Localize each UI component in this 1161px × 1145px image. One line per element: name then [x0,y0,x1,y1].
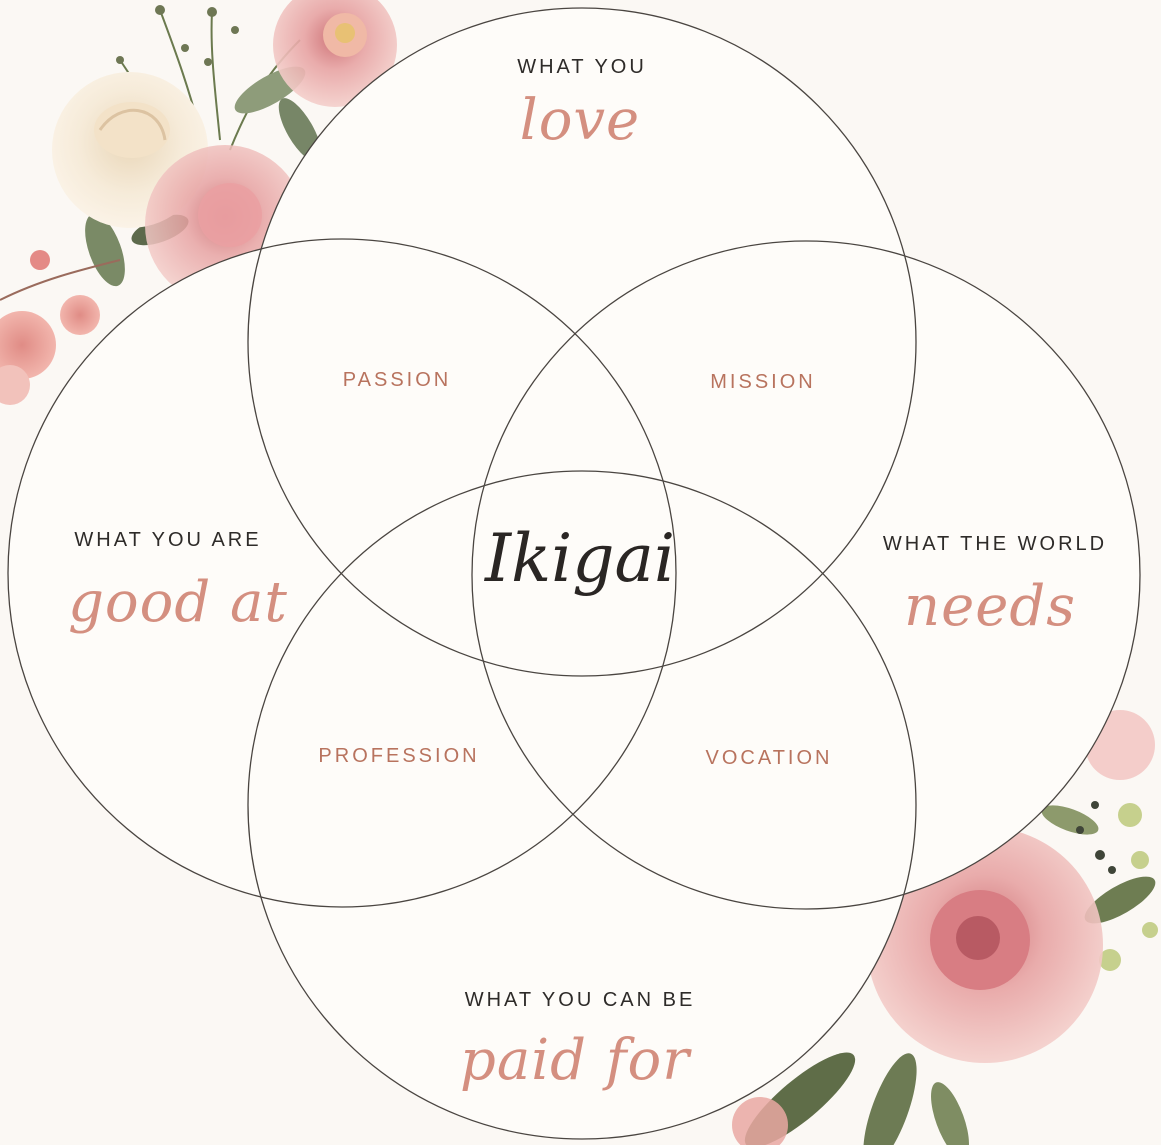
script-good-at: good at [68,570,288,635]
dark-buds-bottom-right [1076,801,1116,874]
heading-paid-for: WHAT YOU CAN BE [465,989,696,1012]
overlap-mission: MISSION [710,371,815,394]
heading-world-needs: WHAT THE WORLD [883,533,1107,556]
script-world-needs: needs [904,574,1076,639]
heading-love: WHAT YOU [517,56,647,79]
heading-good-at: WHAT YOU ARE [74,529,261,552]
overlap-vocation: VOCATION [706,747,833,770]
overlap-profession: PROFESSION [318,745,479,768]
script-paid-for: paid for [460,1028,690,1093]
overlap-passion: PASSION [343,369,451,392]
script-love: love [520,88,640,153]
center-ikigai: Ikigai [485,520,675,597]
